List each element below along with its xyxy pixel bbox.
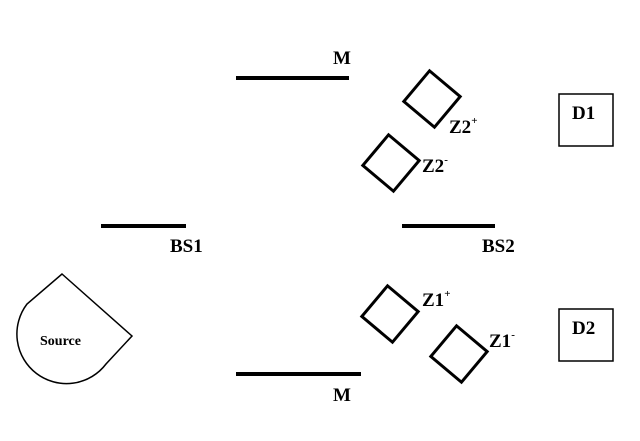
- z2-plus-label: Z2+: [449, 115, 477, 138]
- z1-minus-square: [428, 323, 490, 385]
- z1-plus-label: Z1+: [422, 288, 450, 311]
- bs1-label: BS1: [170, 236, 203, 257]
- d2-label: D2: [572, 318, 595, 339]
- z1-plus-superscript: +: [444, 288, 450, 300]
- z2-minus-superscript: -: [444, 154, 448, 166]
- mirror-bottom-label: M: [333, 385, 351, 406]
- z1-minus-label: Z1-: [489, 329, 515, 352]
- z1-minus-superscript: -: [511, 329, 515, 341]
- detector-d2-box: [558, 308, 614, 362]
- bs2-label: BS2: [482, 236, 515, 257]
- z1-plus-square: [359, 283, 421, 345]
- source-label: Source: [40, 334, 81, 349]
- z2-plus-superscript: +: [471, 115, 477, 127]
- z2-plus-square: [401, 68, 463, 130]
- mirror-top-label: M: [333, 48, 351, 69]
- z2-minus-square: [360, 132, 422, 194]
- detector-d1-box: [558, 93, 614, 147]
- d1-label: D1: [572, 103, 595, 124]
- z2-minus-label: Z2-: [422, 154, 448, 177]
- source-shape: [16, 273, 134, 385]
